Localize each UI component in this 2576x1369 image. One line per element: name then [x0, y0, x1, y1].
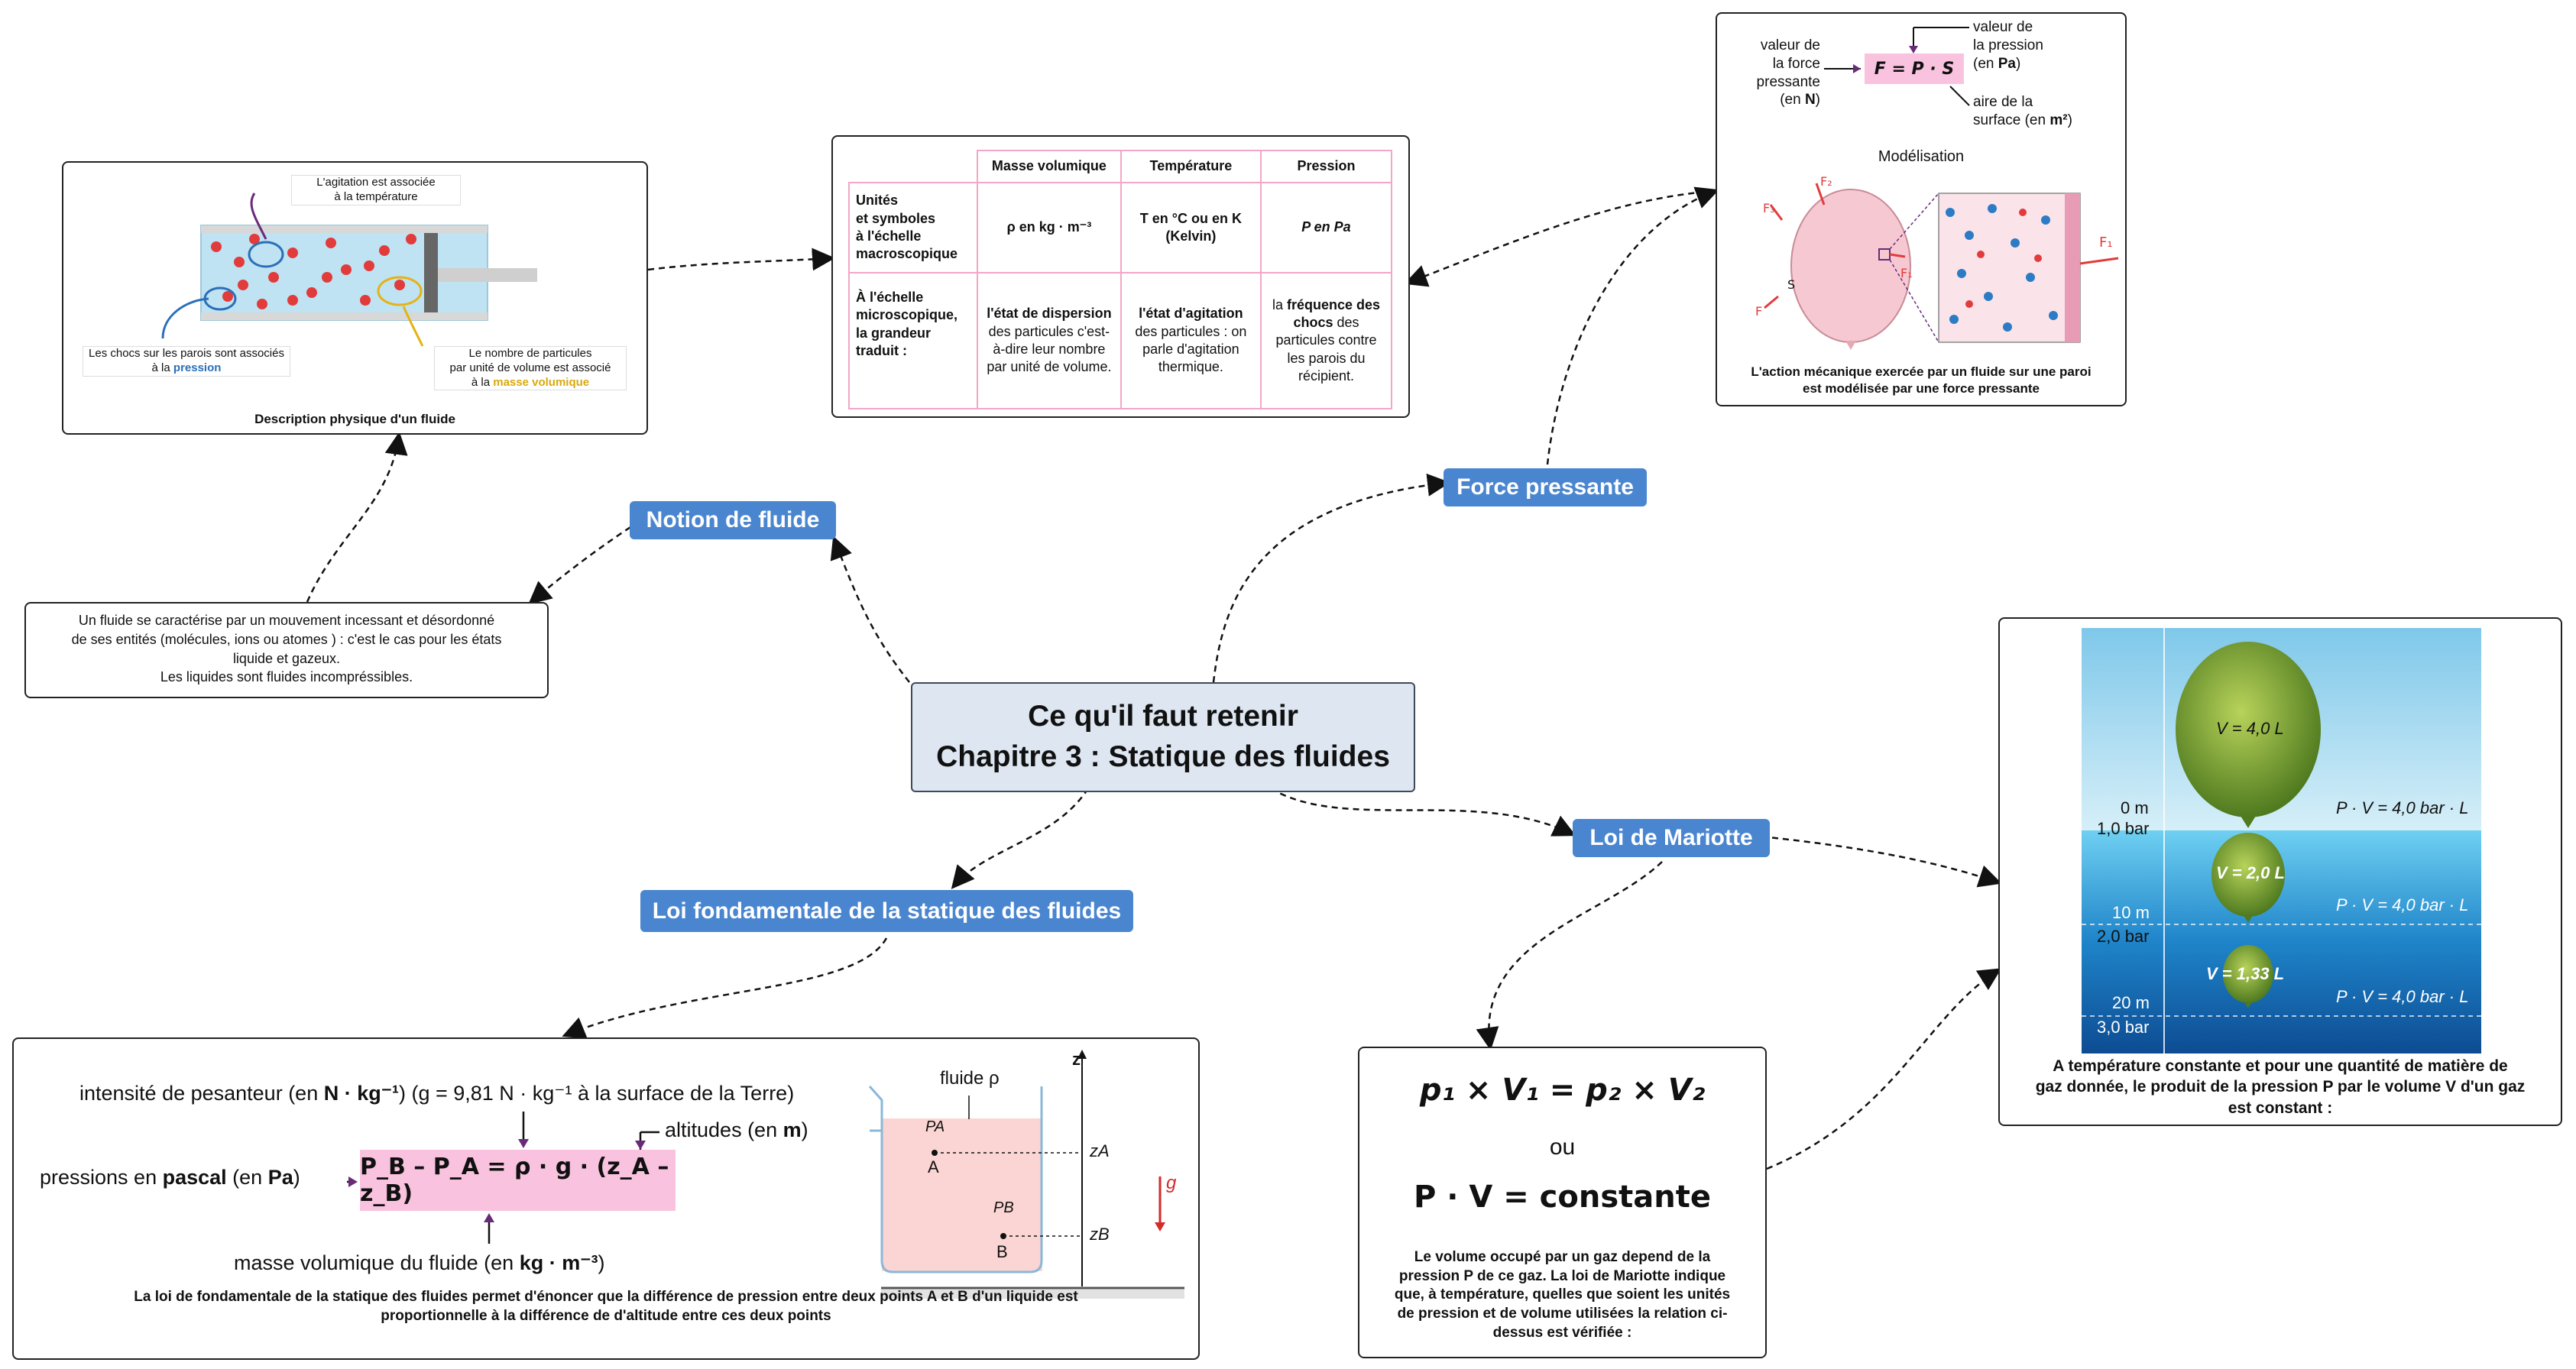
col-pression: Pression [1259, 150, 1393, 183]
altitudes-label: altitudes (en m) [665, 1118, 808, 1141]
f-label: F [1755, 304, 1762, 319]
link-def-description [306, 432, 408, 603]
mariotte-image-box: V = 4,0 L 0 m 1,0 bar P · V = 4,0 bar · … [1998, 617, 2562, 1126]
cell-press-unit: P en Pa [1259, 182, 1393, 273]
link-center-mariotte [1270, 787, 1576, 837]
g-vector-label: g [1166, 1173, 1177, 1193]
mariotte-formula-box: p₁ × V₁ = p₂ × V₂ ou P · V = constante L… [1358, 1047, 1767, 1358]
cell-rho-unit: ρ en kg · m⁻³ [977, 182, 1122, 273]
loi-fondamentale-box: intensité de pesanteur (en N · kg⁻¹) (g … [12, 1037, 1200, 1360]
description-caption: Description physique d'un fluide [254, 412, 455, 426]
link-notion-def [528, 526, 631, 605]
fluide-def-line3: liquide et gazeux. [232, 650, 341, 666]
z-axis-label: z [1072, 1050, 1081, 1069]
cell-agitation: l'état d'agitation des particules : on p… [1120, 272, 1262, 409]
link-loi-box [562, 937, 888, 1039]
f3-label: F₃ [1763, 201, 1775, 215]
balloon-depth-illustration [2082, 628, 2481, 1053]
fluide-definition-box: Un fluide se caractérise par un mouvemen… [24, 602, 549, 698]
modelisation-label: Modélisation [1878, 148, 1965, 165]
link-center-loi [951, 788, 1090, 889]
topic-force-pressante[interactable]: Force pressante [1444, 468, 1647, 506]
link-mariotte-img [1761, 835, 2002, 888]
pressions-label: pressions en pascal (en Pa) [40, 1166, 300, 1189]
force-caption: L'action mécanique exercée par un fluide… [1751, 364, 2092, 396]
pv-level-1: P · V = 4,0 bar · L [2336, 895, 2469, 914]
link-forcebox-table [1404, 189, 1716, 287]
topic-loi-mariotte[interactable]: Loi de Mariotte [1573, 819, 1770, 857]
volume-level-0: V = 4,0 L [2216, 719, 2284, 738]
bar-level-0: 1,0 bar [2097, 819, 2150, 838]
f2-label: F₂ [1820, 174, 1832, 189]
center-line2: Chapitre 3 : Statique des fluides [936, 740, 1390, 773]
nombre-label: Le nombre de particules par unité de vol… [434, 346, 627, 391]
link-center-notion [830, 536, 910, 683]
f1-label: F₁ [1900, 266, 1913, 280]
chocs-label: Les chocs sur les parois sont associés à… [83, 346, 290, 377]
force-formula: F = P · S [1865, 53, 1964, 84]
mariotte-formula-2: P · V = constante [1413, 1180, 1711, 1215]
force-diagram: F₁ F₁ F₂ F₃ F S [1755, 27, 2119, 350]
piston-illustration [161, 193, 537, 347]
point-a-label: A [928, 1157, 939, 1176]
bar-level-1: 2,0 bar [2097, 927, 2150, 946]
bar-level-2: 3,0 bar [2097, 1018, 2150, 1037]
loi-arrows [347, 1050, 1184, 1299]
center-line1: Ce qu'il faut retenir [1028, 700, 1298, 733]
zb-label: zB [1090, 1225, 1110, 1244]
mariotte-ou: ou [1549, 1134, 1576, 1160]
description-box: L'agitation est associée à la températur… [62, 161, 648, 435]
pv-level-0: P · V = 4,0 bar · L [2336, 798, 2469, 817]
mariotte-formula-caption: Le volume occupé par un gaz depend de la… [1394, 1249, 1731, 1341]
topic-loi-fondamentale[interactable]: Loi fondamentale de la statique des flui… [640, 890, 1133, 932]
cell-dispersion: l'état de dispersion des particules c'es… [977, 272, 1122, 409]
za-label: zA [1090, 1141, 1110, 1160]
volume-level-2: V = 1,33 L [2206, 964, 2285, 983]
col-masse-volumique: Masse volumique [977, 150, 1122, 183]
agitation-label: L'agitation est associée à la températur… [291, 175, 461, 206]
fluide-def-line1: Un fluide se caractérise par un mouvemen… [78, 613, 495, 628]
central-topic: Ce qu'il faut retenir Chapitre 3 : Stati… [911, 682, 1415, 792]
mariotte-image-caption: A température constante et pour une quan… [2035, 1057, 2526, 1117]
loi-fondamentale-caption: La loi de fondamentale de la statique de… [134, 1289, 1078, 1324]
masse-volumique-label: masse volumique du fluide (en kg · m⁻³) [234, 1251, 605, 1274]
aire-label: aire de la surface (en m²) [1973, 94, 2072, 128]
depth-level-2: 20 m [2112, 993, 2150, 1012]
s-label: S [1787, 277, 1795, 292]
topic-notion-fluide[interactable]: Notion de fluide [630, 501, 836, 539]
mariotte-formula-1: p₁ × V₁ = p₂ × V₂ [1419, 1073, 1706, 1108]
cell-chocs: la fréquence des chocs des particules co… [1259, 272, 1393, 409]
fluide-def-line4: Les liquides sont fluides incompréssible… [160, 669, 413, 685]
grandeurs-table-box: Masse volumique Température Pression Uni… [831, 135, 1410, 418]
depth-level-1: 10 m [2112, 903, 2150, 922]
link-description-table [647, 248, 835, 271]
volume-level-1: V = 2,0 L [2216, 863, 2285, 882]
link-formula-img [1766, 968, 2002, 1170]
pb-label: PB [993, 1199, 1014, 1216]
fluide-rho-label: fluide ρ [940, 1068, 1000, 1089]
loi-fondamentale-formula: P_B – P_A = ρ · g · (z_A – z_B) [360, 1150, 676, 1211]
grandeurs-table: Masse volumique Température Pression Uni… [848, 150, 1393, 409]
pa-label: PA [925, 1118, 945, 1135]
f1-right-label: F₁ [2099, 235, 2113, 251]
depth-level-0: 0 m [2121, 798, 2149, 817]
cell-temp-unit: T en °C ou en K (Kelvin) [1120, 182, 1262, 273]
point-b-label: B [996, 1242, 1008, 1261]
col-temperature: Température [1120, 150, 1262, 183]
pesanteur-label: intensité de pesanteur (en N · kg⁻¹) (g … [79, 1082, 795, 1105]
pv-level-2: P · V = 4,0 bar · L [2336, 987, 2469, 1006]
fluide-def-line2: de ses entités (molécules, ions ou atome… [71, 631, 502, 647]
link-force-forcebox [1546, 186, 1719, 465]
link-mariotte-formula [1476, 861, 1663, 1050]
link-center-force [1212, 473, 1450, 683]
